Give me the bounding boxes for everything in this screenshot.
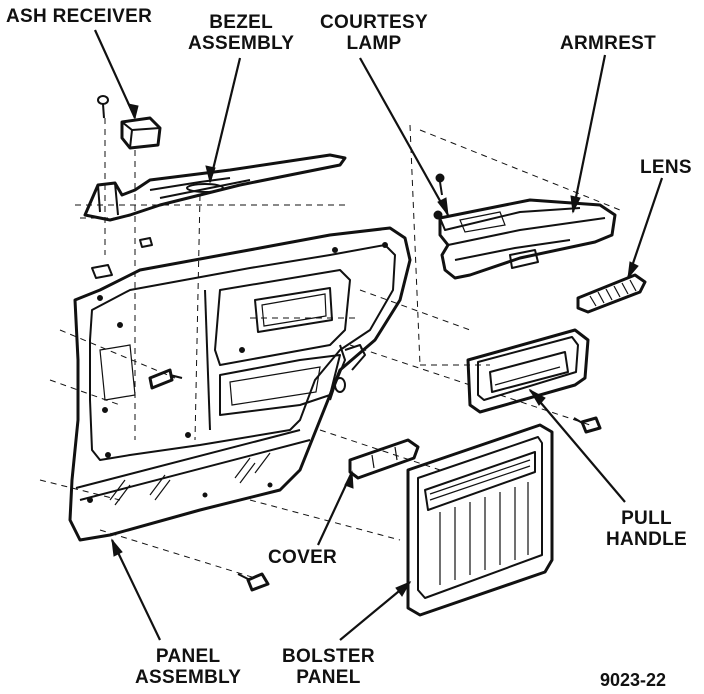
leader-pull-handle — [529, 389, 626, 503]
leader-bezel — [208, 57, 242, 183]
armrest-part — [433, 173, 617, 280]
leader-lines — [93, 29, 664, 641]
bolster-panel-part — [406, 423, 554, 617]
label-courtesy-lamp: COURTESY LAMP — [320, 12, 428, 54]
leader-armrest — [571, 54, 607, 213]
figure-code: 9023-22 — [600, 670, 667, 690]
label-ash-receiver: ASH RECEIVER — [6, 6, 153, 27]
leader-lens — [626, 177, 664, 279]
lens-part — [576, 273, 647, 314]
pull-handle-part — [466, 328, 590, 414]
ash-receiver-part — [120, 116, 162, 150]
label-cover: COVER — [268, 547, 338, 568]
label-lens: LENS — [640, 157, 692, 178]
leader-courtesy-lamp — [359, 57, 449, 216]
label-bolster-panel: BOLSTER PANEL — [282, 646, 375, 688]
bottom-screw-icon — [237, 572, 270, 592]
leader-panel-assembly — [111, 539, 161, 641]
label-bezel-assembly: BEZEL ASSEMBLY — [188, 12, 295, 54]
label-armrest: ARMREST — [560, 33, 657, 54]
pull-handle-screw-icon — [573, 416, 602, 434]
cover-part — [348, 438, 420, 480]
screw-icon — [97, 95, 109, 119]
alignment-lines — [39, 118, 621, 579]
bezel-assembly-part — [83, 153, 347, 222]
courtesy-lamp-wire — [329, 344, 366, 401]
label-panel-assembly: PANEL ASSEMBLY — [135, 646, 242, 688]
panel-screw-icon — [148, 368, 183, 390]
label-pull-handle: PULL HANDLE — [606, 508, 687, 550]
leader-ash-receiver — [93, 29, 137, 119]
panel-assembly-part — [68, 226, 412, 542]
